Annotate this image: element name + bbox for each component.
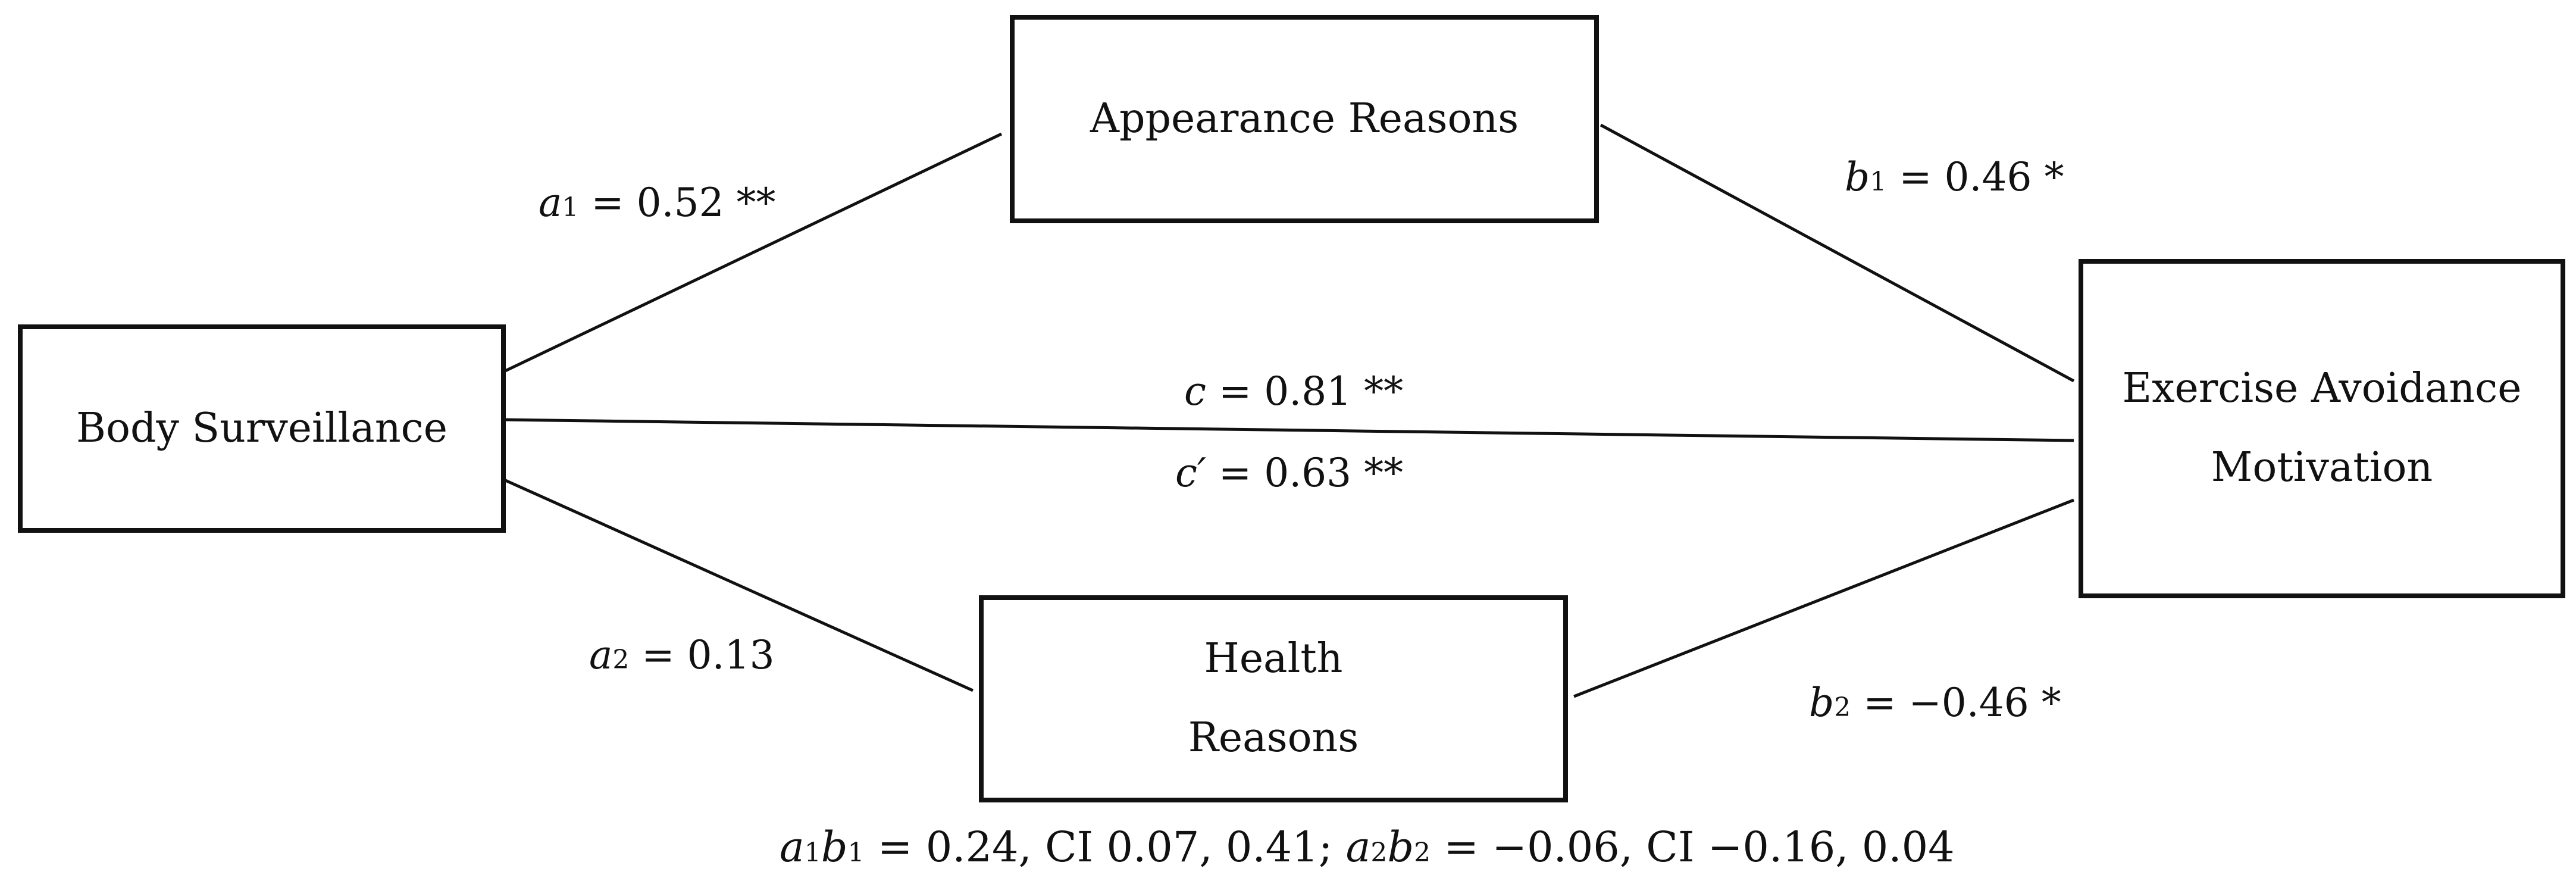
- path-a1-label: a1 = 0.52 **: [539, 183, 776, 223]
- path-c-label: c = 0.81 **: [1184, 372, 1403, 411]
- coef-symbol: c′: [1175, 450, 1206, 496]
- coef-value: = −0.46 *: [1851, 680, 2061, 726]
- node-label-line-2: Motivation: [2211, 444, 2433, 491]
- node-label-line-1: Health: [1204, 635, 1343, 683]
- node-label: Appearance Reasons: [1090, 95, 1519, 142]
- node-label-line-1: Exercise Avoidance: [2122, 365, 2522, 413]
- coef-subscript: 1: [562, 192, 579, 223]
- fn-subscript: 2: [1370, 838, 1388, 868]
- node-exercise-avoidance-motivation: Exercise Avoidance Motivation: [2079, 259, 2565, 598]
- coef-symbol: a: [539, 180, 562, 226]
- fn-symbol: b: [821, 823, 848, 871]
- path-c-line: [502, 418, 2074, 442]
- node-appearance-reasons: Appearance Reasons: [1010, 15, 1599, 223]
- coef-subscript: 2: [1834, 692, 1851, 723]
- fn-text: = 0.24, CI 0.07, 0.41;: [864, 823, 1346, 871]
- coef-value: = 0.81 **: [1206, 368, 1404, 414]
- node-body-surveillance: Body Surveillance: [18, 324, 506, 533]
- path-b2-line: [1573, 498, 2074, 698]
- fn-subscript: 2: [1414, 838, 1431, 868]
- coef-value: = 0.52 **: [578, 180, 776, 226]
- coef-subscript: 2: [612, 645, 630, 675]
- fn-symbol: b: [1387, 823, 1414, 871]
- fn-symbol: a: [780, 823, 805, 871]
- node-health-reasons: Health Reasons: [979, 595, 1568, 802]
- coef-subscript: 1: [1870, 167, 1887, 197]
- coef-value: = 0.63 **: [1206, 450, 1404, 496]
- path-b1-line: [1600, 123, 2075, 383]
- path-a2-line: [502, 477, 974, 692]
- path-c-prime-label: c′ = 0.63 **: [1175, 454, 1403, 493]
- fn-subscript: 1: [804, 838, 821, 868]
- coef-symbol: a: [589, 632, 613, 678]
- coef-symbol: c: [1184, 368, 1206, 414]
- fn-subscript: 1: [847, 838, 865, 868]
- path-a1-line: [502, 132, 1003, 374]
- coef-value: = 0.13: [629, 632, 775, 678]
- coef-symbol: b: [1845, 154, 1870, 200]
- node-label: Body Surveillance: [76, 404, 447, 452]
- path-a2-label: a2 = 0.13: [589, 636, 775, 675]
- path-b2-label: b2 = −0.46 *: [1809, 683, 2061, 723]
- fn-symbol: a: [1345, 823, 1371, 871]
- indirect-effects-footnote: a1b1 = 0.24, CI 0.07, 0.41; a2b2 = −0.06…: [780, 826, 1955, 868]
- coef-symbol: b: [1809, 680, 1835, 726]
- node-label-line-2: Reasons: [1188, 714, 1359, 761]
- fn-text: = −0.06, CI −0.16, 0.04: [1431, 823, 1955, 871]
- path-b1-label: b1 = 0.46 *: [1845, 158, 2064, 197]
- coef-value: = 0.46 *: [1886, 154, 2064, 200]
